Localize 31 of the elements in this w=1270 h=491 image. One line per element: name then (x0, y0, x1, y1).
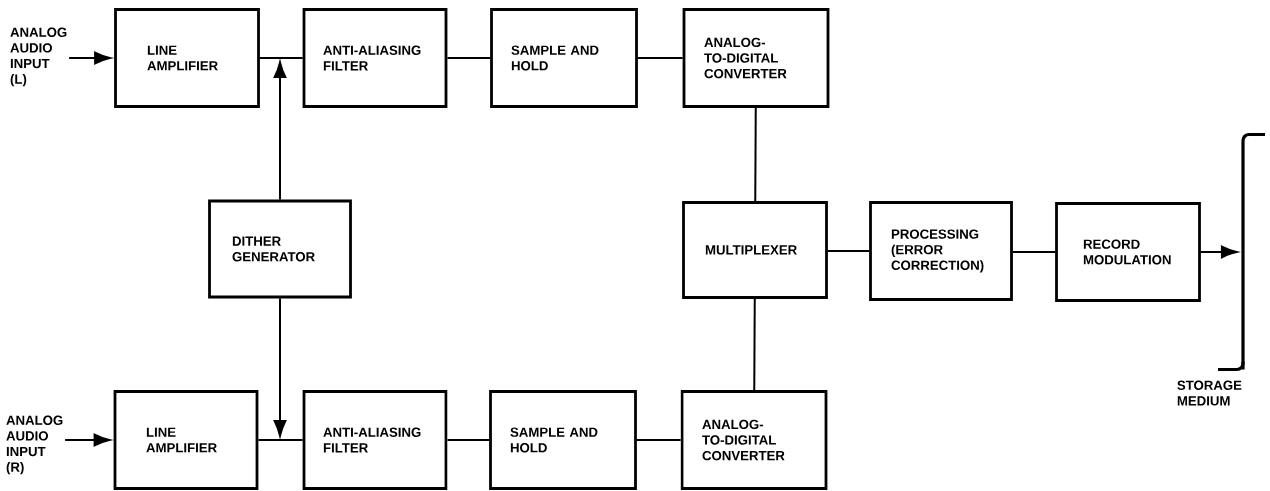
storage-bracket (1241, 132, 1265, 370)
arrow (273, 61, 287, 201)
connector-line (446, 57, 492, 59)
process-box: SAMPLE AND HOLD (490, 8, 638, 108)
process-box: ANTI-ALIASING FILTER (302, 8, 448, 108)
process-box: ANTI-ALIASING FILTER (302, 390, 448, 490)
input-label: ANALOG AUDIO INPUT (L) (10, 27, 67, 87)
process-box: LINE AMPLIFIER (114, 8, 260, 108)
storage-label: STORAGE MEDIUM (1177, 380, 1242, 406)
connector-line (754, 106, 757, 203)
arrow (68, 51, 111, 65)
connector-line (753, 297, 756, 392)
connector-line (446, 439, 491, 441)
process-box: SAMPLE AND HOLD (489, 390, 637, 490)
process-box: RECORD MODULATION (1055, 202, 1201, 302)
connector-line (257, 439, 304, 441)
arrow (273, 297, 287, 437)
arrow (1199, 245, 1238, 259)
input-label: ANALOG AUDIO INPUT (R) (6, 415, 63, 475)
arrow (64, 433, 111, 447)
connector-line (826, 250, 871, 252)
process-box: MULTIPLEXER (682, 201, 828, 299)
connector-line (636, 57, 684, 59)
process-box: DITHER GENERATOR (208, 199, 352, 299)
connector-line (258, 57, 304, 59)
process-box: PROCESSING (ERROR CORRECTION) (869, 201, 1013, 301)
process-box: ANALOG-TO-DIGITAL CONVERTER (682, 8, 830, 108)
process-box: LINE AMPLIFIER (113, 390, 259, 490)
connector-line (1011, 251, 1057, 253)
process-box: ANALOG-TO-DIGITAL CONVERTER (680, 390, 828, 490)
connector-line (635, 439, 682, 441)
